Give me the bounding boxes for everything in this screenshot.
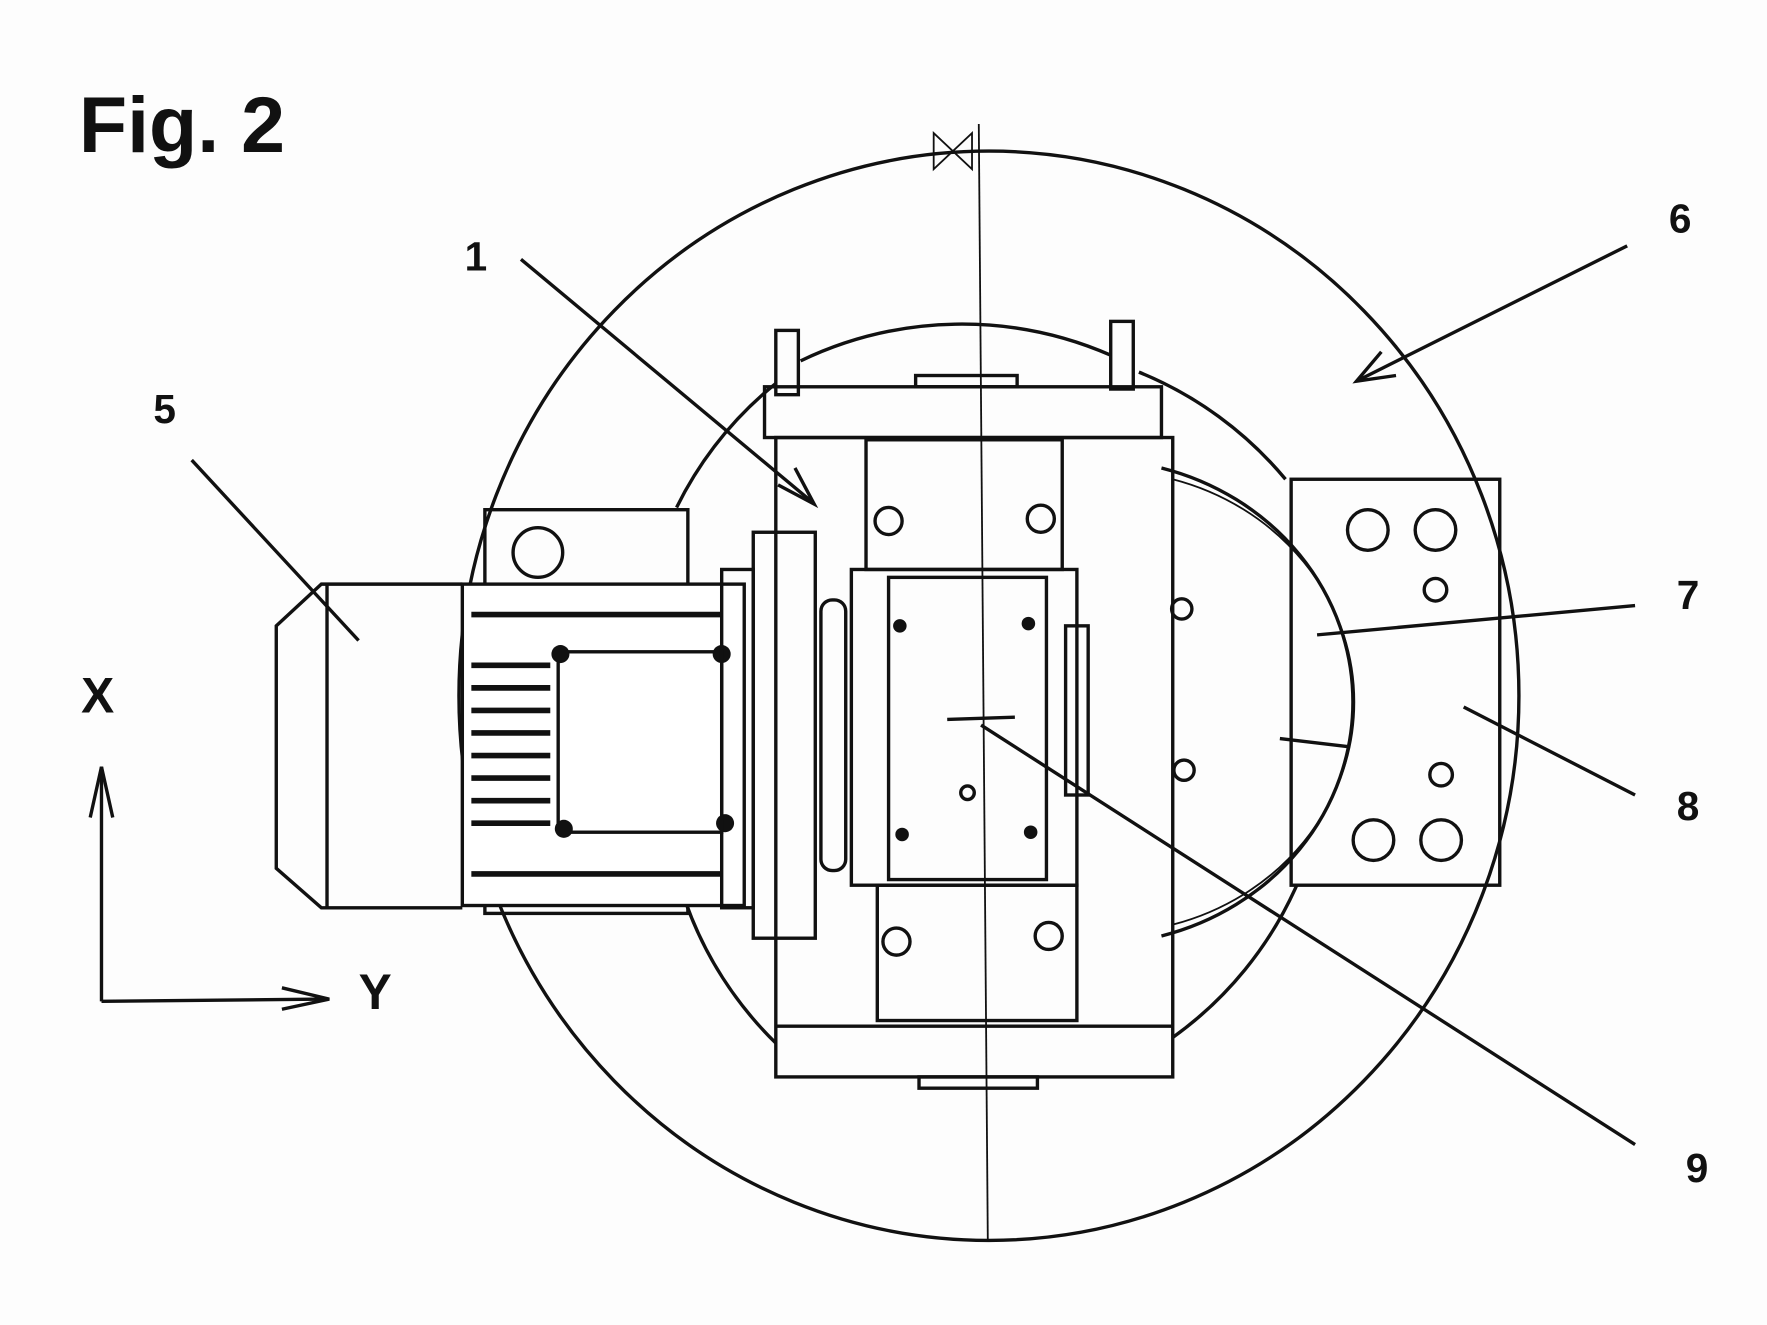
workpiece-plate [886,575,1049,882]
outer-table-circle [457,149,1521,1243]
bowtie-marker-icon [932,130,973,172]
x-axis-label: X [81,668,114,724]
mount-hole [1345,508,1390,552]
coupling [719,567,755,910]
ref-numeral-6: 6 [1669,195,1692,241]
leader-line-5 [190,458,360,642]
motor-cooling-section [460,582,746,908]
arrowhead-1 [777,467,819,509]
half-disk-inner-edge [1172,478,1356,926]
bolt-hole [1172,758,1196,783]
mount-hole [1419,818,1464,863]
leader-line-1 [519,258,813,504]
inner-turntable-circle [675,322,1299,1045]
cooling-fins [471,611,722,877]
mount-hole [1351,818,1396,863]
screw [893,619,907,633]
frame-header [762,385,1164,440]
mount-hole [1413,508,1458,552]
ref-numeral-5: 5 [153,386,176,432]
leader-line-7 [1316,603,1636,637]
ref-numeral-7: 7 [1677,572,1700,618]
bolt-hole [873,505,904,537]
clamp-pad [917,1075,1040,1090]
guide-block [875,883,1079,1023]
guide-block [864,438,1064,572]
bolt-hole [881,926,912,957]
screw [716,814,735,833]
screw [1021,616,1036,631]
ref-numeral-8: 8 [1677,783,1700,829]
carriage-frame [774,435,1175,1079]
bolt-hole [1025,503,1057,534]
mount-hole [1428,761,1455,788]
coordinate-axes [88,766,330,1011]
rail-guide [819,598,848,873]
half-disk [1161,466,1355,938]
center-mark [947,715,1015,722]
mount-hole [1422,576,1449,603]
screw [554,819,573,838]
housing-hole [511,526,565,580]
ref-numeral-1: 1 [465,234,488,280]
leader-line-6 [1358,244,1628,382]
side-clamp [1063,624,1090,797]
carriage-plate [849,567,1079,887]
motor-body [274,582,463,910]
center-axis-line [977,124,989,1241]
bolt-hole [1169,597,1194,621]
screw [1023,825,1038,839]
arrowhead-6 [1352,350,1397,384]
screw [551,645,570,664]
leader-line-8 [1462,705,1636,797]
screw [895,827,909,842]
frame-tab [1109,319,1135,391]
y-axis-label: Y [359,964,392,1020]
leader-line-9 [980,723,1636,1146]
bolt-hole [1033,920,1064,952]
figure-title: Fig. 2 [79,81,285,169]
slide-rail [751,530,817,940]
ref-numeral-9: 9 [1686,1145,1709,1191]
mounting-block [1289,477,1502,887]
frame-tab [774,328,801,397]
screw [959,784,976,802]
